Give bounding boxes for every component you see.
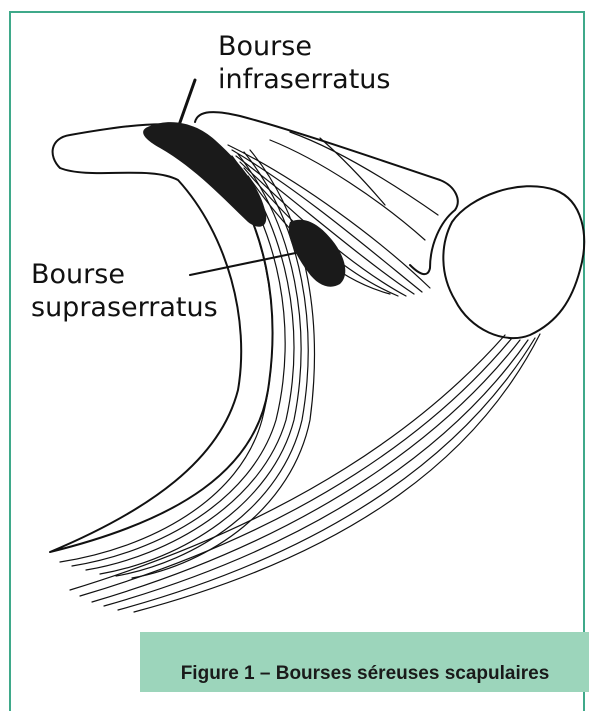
caption-box: Figure 1 – Bourses séreuses scapulaires	[140, 632, 589, 692]
infraserratus-pointer	[178, 80, 195, 128]
supraserratus-bursa	[289, 220, 346, 287]
anatomy-illustration	[0, 0, 589, 673]
figure-caption: Figure 1 – Bourses séreuses scapulaires	[145, 663, 585, 685]
serratus-fibers	[60, 150, 314, 578]
label-bourse-supraserratus: Bourse supraserratus	[31, 258, 218, 324]
label-bourse-infraserratus: Bourse infraserratus	[218, 30, 390, 96]
humeral-head	[443, 186, 584, 338]
